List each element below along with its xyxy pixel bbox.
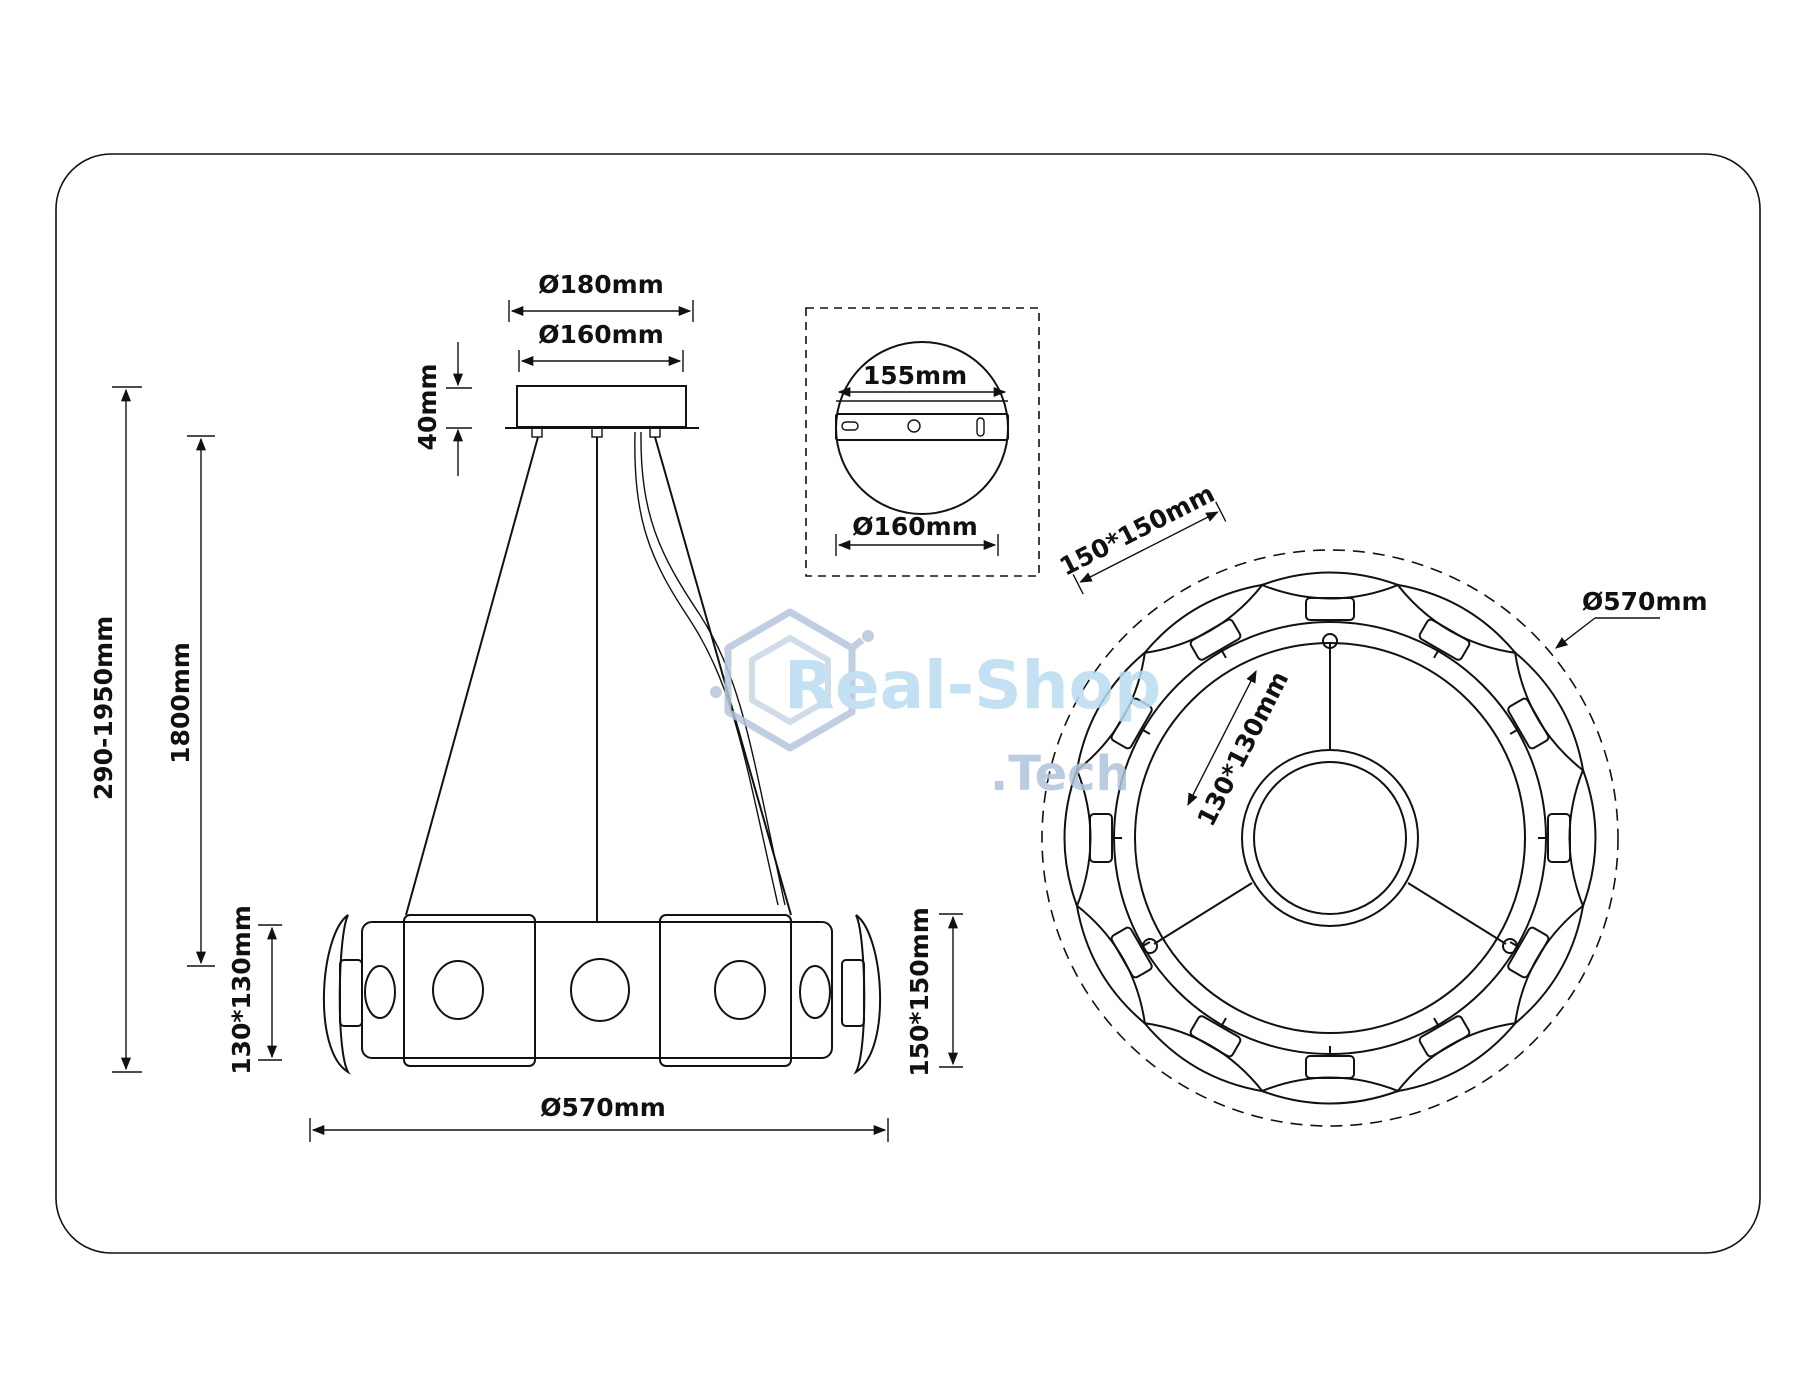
dim-canopy-outer: Ø180mm xyxy=(538,270,664,299)
spoke-left xyxy=(1153,882,1253,945)
dim-total-height: 290-1950mm xyxy=(89,616,118,800)
dim-bracket-circle: Ø160mm xyxy=(852,512,978,541)
outline-dashed xyxy=(1041,549,1619,1127)
shade-unit-3 xyxy=(1538,767,1597,909)
dim-top-shade-outer: 150*150mm xyxy=(1055,479,1219,582)
dim-shade-left: 130*130mm xyxy=(227,905,256,1075)
dim-diameter-side: Ø570mm xyxy=(540,1093,666,1122)
drawing-frame xyxy=(55,153,1761,1254)
watermark-domain: .Tech xyxy=(990,746,1130,802)
dim-cable-length: 1800mm xyxy=(166,642,195,764)
power-cord xyxy=(634,431,779,906)
watermark-brand: Real-Shop xyxy=(784,647,1161,724)
end-shade-left xyxy=(323,914,351,1075)
mounting-bar xyxy=(835,413,1009,441)
dim-canopy-height: 40mm xyxy=(413,364,442,451)
shade-panel-left xyxy=(403,914,536,1067)
dim-bracket-width: 155mm xyxy=(863,361,967,390)
watermark-logo-icon xyxy=(710,608,874,752)
center-ring-inner xyxy=(1253,761,1407,915)
end-shade-right xyxy=(853,914,881,1075)
cable-right xyxy=(654,436,792,916)
dim-top-shade-inner: 130*130mm xyxy=(1192,667,1295,831)
dim-shade-right: 150*150mm xyxy=(905,907,934,1077)
canopy xyxy=(516,385,687,428)
dim-top-diameter: Ø570mm xyxy=(1582,587,1708,616)
spoke-right xyxy=(1407,882,1507,945)
dim-canopy-inner: Ø160mm xyxy=(538,320,664,349)
shade-panel-right xyxy=(659,914,792,1067)
bracket-detail: 155mm Ø160mm xyxy=(805,307,1040,577)
shade-unit-0 xyxy=(1259,571,1401,622)
shade-unit-11 xyxy=(1142,583,1265,661)
shade-unit-6 xyxy=(1259,1046,1401,1105)
side-view: Ø180mm Ø160mm 40mm 290-1950mm 1800mm 130… xyxy=(89,270,963,1142)
bracket-detail-frame xyxy=(805,307,1040,577)
cable-left xyxy=(405,436,539,916)
watermark: Real-Shop .Tech xyxy=(710,608,1161,802)
center-ring-outer xyxy=(1241,749,1419,927)
top-view: 150*150mm Ø570mm 130*130mm xyxy=(1041,479,1708,1127)
